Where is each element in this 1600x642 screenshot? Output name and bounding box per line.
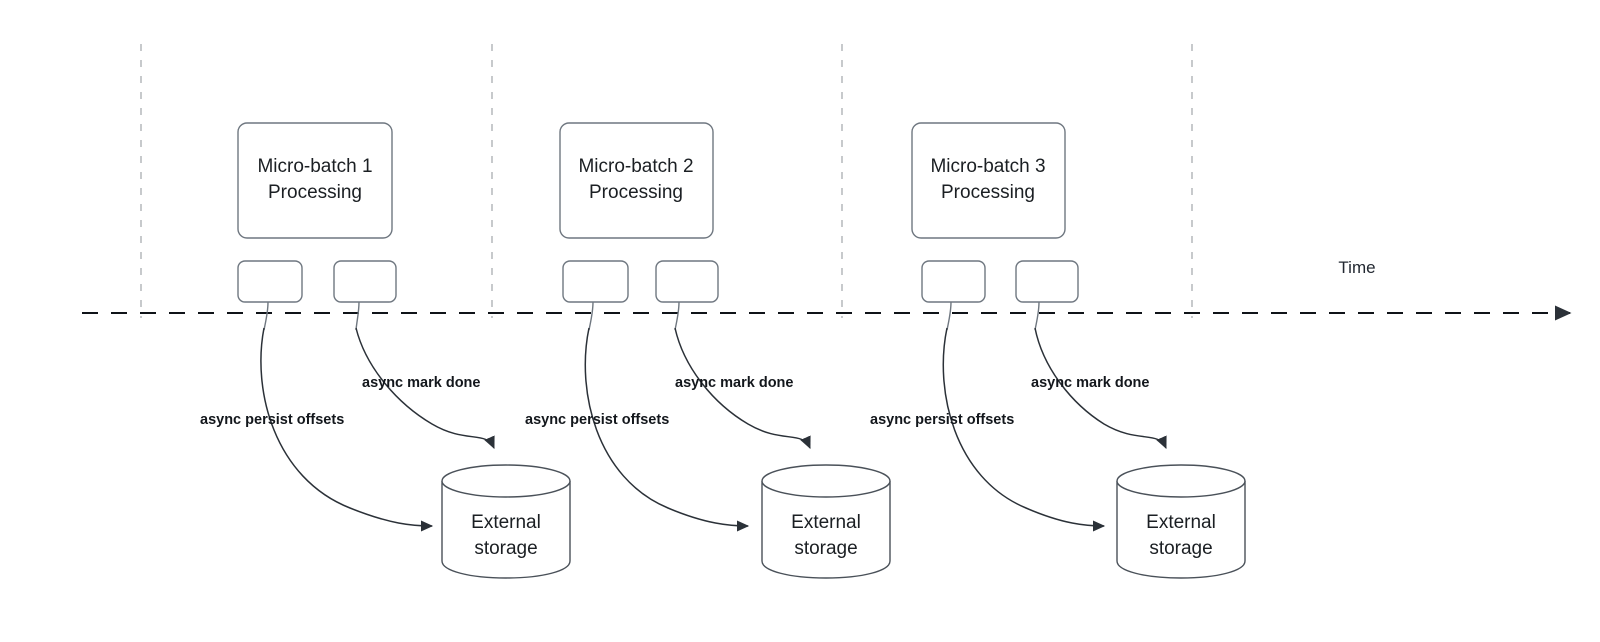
group-3-external-storage[interactable]: External storage [1116, 464, 1246, 579]
group-1-persist-offsets-label: async persist offsets [200, 412, 344, 428]
group-3-mark-done-label: async mark done [1031, 375, 1149, 391]
group-1-storage-label-line1: External [471, 512, 541, 533]
group-2-mark-done-arrow [674, 327, 811, 450]
group-1-persist-stem [263, 301, 269, 331]
group-3-persist-offsets-task[interactable] [921, 260, 986, 303]
group-2-cylinder-top[interactable] [761, 464, 891, 498]
group-3-storage-label-line2: storage [1149, 538, 1212, 559]
micro-batch-2-label-line1: Micro-batch 2 [578, 156, 693, 177]
group-2-mark-done-label: async mark done [675, 375, 793, 391]
group-1-storage-label-line2: storage [474, 538, 537, 559]
micro-batch-2-rect[interactable] [559, 122, 714, 239]
time-axis-label: Time [1338, 258, 1375, 277]
micro-batch-3-box[interactable]: Micro-batch 3 Processing [911, 122, 1066, 239]
group-3-mark-done-task[interactable] [1015, 260, 1079, 303]
group-3: Micro-batch 3 Processing External storag… [870, 122, 1246, 579]
group-3-cylinder-body[interactable] [1116, 481, 1246, 579]
micro-batch-1-label-line1: Micro-batch 1 [257, 156, 372, 177]
group-2-persist-offsets-arrow [584, 327, 750, 532]
group-2-cylinder-body[interactable] [761, 481, 891, 579]
group-2-persist-offsets-label: async persist offsets [525, 412, 669, 428]
group-1-mark-done-label: async mark done [362, 375, 480, 391]
group-2-mark-done-stem [674, 301, 680, 331]
micro-batch-3-rect[interactable] [911, 122, 1066, 239]
micro-batch-2-box[interactable]: Micro-batch 2 Processing [559, 122, 714, 239]
group-3-storage-label-line1: External [1146, 512, 1216, 533]
group-2-persist-stem [588, 301, 594, 331]
group-1-mark-done-arrow [355, 327, 495, 450]
group-1: Micro-batch 1 Processing External storag… [200, 122, 571, 579]
group-1-external-storage[interactable]: External storage [441, 464, 571, 579]
group-1-cylinder-top[interactable] [441, 464, 571, 498]
micro-batch-1-label-line2: Processing [268, 182, 362, 203]
timeline-dividers [140, 44, 1193, 318]
group-3-mark-done-arrow [1034, 327, 1167, 450]
group-1-persist-offsets-task[interactable] [237, 260, 303, 303]
group-2-storage-label-line2: storage [794, 538, 857, 559]
micro-batch-3-label-line1: Micro-batch 3 [930, 156, 1045, 177]
time-axis: Time [82, 258, 1572, 321]
group-1-cylinder-body[interactable] [441, 481, 571, 579]
group-3-mark-done-stem [1034, 301, 1040, 331]
micro-batch-1-box[interactable]: Micro-batch 1 Processing [237, 122, 393, 239]
micro-batch-1-rect[interactable] [237, 122, 393, 239]
group-3-persist-offsets-label: async persist offsets [870, 412, 1014, 428]
group-3-cylinder-top[interactable] [1116, 464, 1246, 498]
group-1-mark-done-stem [355, 301, 360, 331]
group-1-mark-done-task[interactable] [333, 260, 397, 303]
micro-batch-2-label-line2: Processing [589, 182, 683, 203]
group-2-storage-label-line1: External [791, 512, 861, 533]
group-2-external-storage[interactable]: External storage [761, 464, 891, 579]
group-2-persist-offsets-task[interactable] [562, 260, 629, 303]
group-2-mark-done-task[interactable] [655, 260, 719, 303]
group-3-persist-stem [946, 301, 952, 331]
group-3-persist-offsets-arrow [942, 327, 1106, 532]
group-1-persist-offsets-arrow [260, 327, 434, 532]
group-2: Micro-batch 2 Processing External storag… [525, 122, 891, 579]
micro-batch-3-label-line2: Processing [941, 182, 1035, 203]
